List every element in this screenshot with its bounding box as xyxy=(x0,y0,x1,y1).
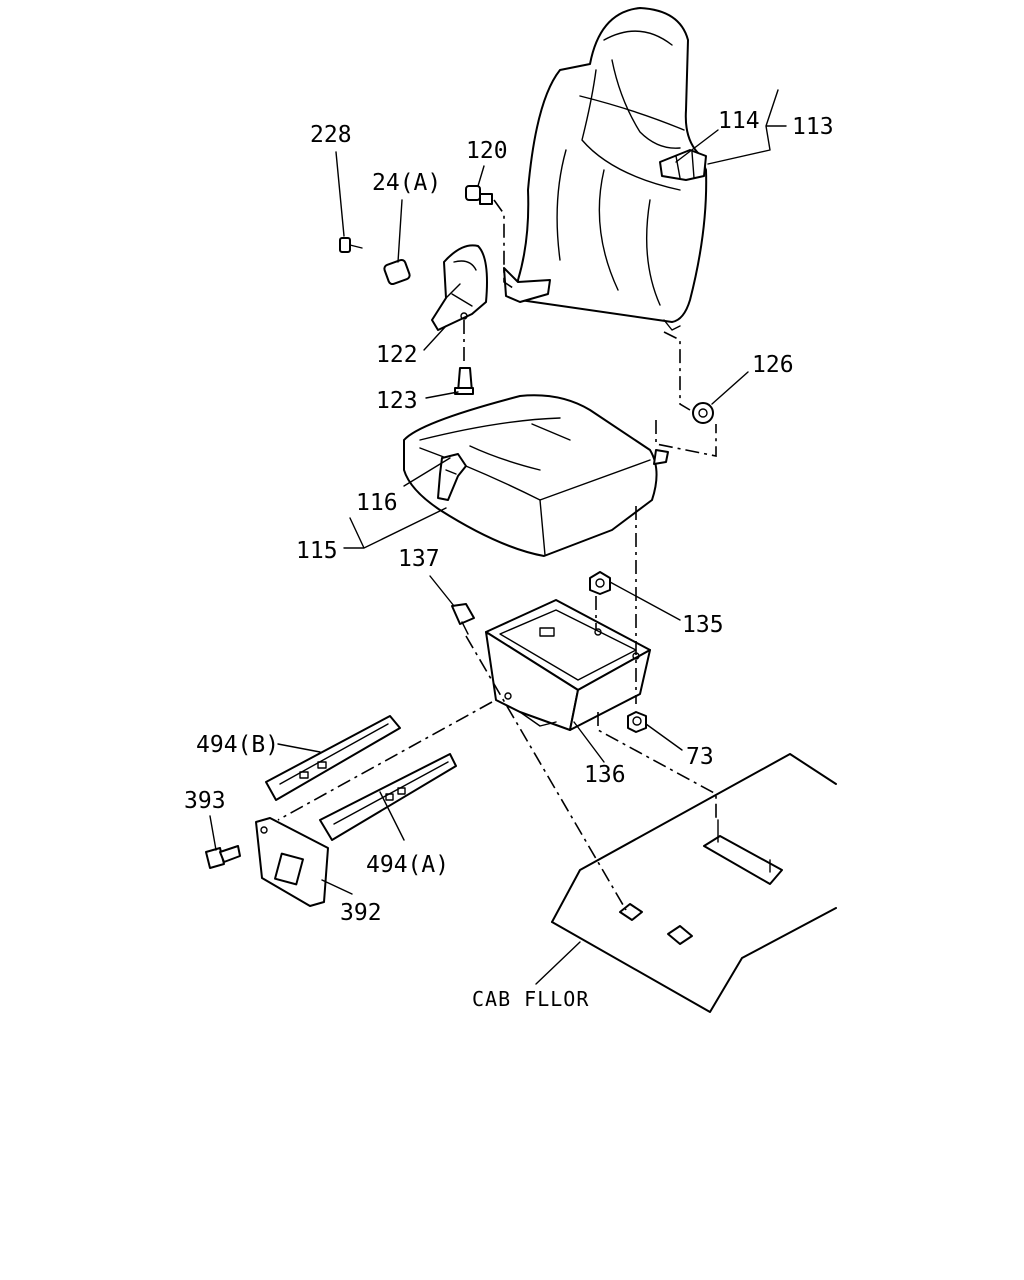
label-cab-floor: CAB FLLOR xyxy=(472,987,589,1011)
label-115: 115 xyxy=(296,538,338,564)
seat-rail-a xyxy=(319,753,457,841)
label-120: 120 xyxy=(466,138,508,164)
seat-riser-frame xyxy=(485,599,651,731)
part-labels: 228 24(A) 120 114 113 122 123 126 116 11… xyxy=(184,108,834,1011)
bolt-137 xyxy=(451,603,475,635)
seat-rail-b xyxy=(265,715,401,801)
label-122: 122 xyxy=(376,342,418,368)
bolt-393 xyxy=(205,845,241,869)
seat-belt-tongue xyxy=(437,453,467,501)
label-228: 228 xyxy=(310,122,352,148)
label-114: 114 xyxy=(718,108,760,134)
bolt-120 xyxy=(465,185,493,205)
seat-back xyxy=(503,7,708,331)
label-392: 392 xyxy=(340,900,382,926)
bolt-123 xyxy=(454,367,474,395)
leader-lines xyxy=(209,89,787,985)
label-126: 126 xyxy=(752,352,794,378)
label-135: 135 xyxy=(682,612,724,638)
label-73: 73 xyxy=(686,744,714,770)
label-113: 113 xyxy=(792,114,834,140)
hinge-cover xyxy=(431,244,488,331)
label-393: 393 xyxy=(184,788,226,814)
label-24a: 24(A) xyxy=(372,170,441,196)
seat-belt-buckle xyxy=(659,149,707,181)
bolt-228 xyxy=(339,237,363,253)
mounting-plate xyxy=(255,817,329,907)
label-137: 137 xyxy=(398,546,440,572)
label-494b: 494(B) xyxy=(196,732,279,758)
spacer-block xyxy=(383,258,411,286)
label-494a: 494(A) xyxy=(366,852,449,878)
alignment-lines xyxy=(277,199,717,911)
bushing-126 xyxy=(692,402,714,424)
label-123: 123 xyxy=(376,388,418,414)
seat-cushion xyxy=(403,394,669,557)
nut-135 xyxy=(589,571,611,595)
label-136: 136 xyxy=(584,762,626,788)
nut-73 xyxy=(627,711,647,733)
label-116: 116 xyxy=(356,490,398,516)
cab-floor xyxy=(551,753,837,1013)
